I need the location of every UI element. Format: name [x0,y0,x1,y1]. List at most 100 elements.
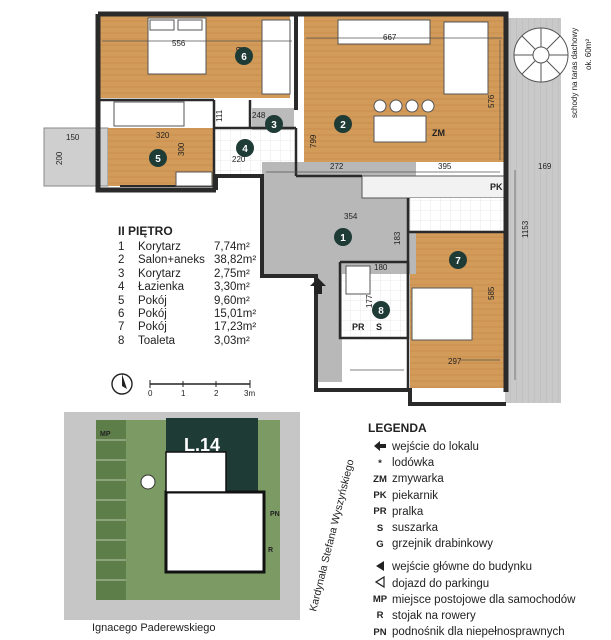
stools [373,99,435,113]
terrace [505,18,561,403]
room-name: Korytarz [138,241,181,253]
dim-169: 169 [538,162,552,171]
floor-title: II PIĘTRO [118,224,173,238]
room-area: 17,23m² [214,321,257,334]
room-name: Korytarz [138,267,181,280]
room-num: 2 [118,254,125,267]
stairs-note: schody na taras dachowy [570,28,579,118]
legend-text: podnośnik dla niepełnosprawnych [392,626,565,639]
room-area: 38,82m² [214,254,257,267]
dim-320: 320 [156,131,170,140]
lift-symbol: PN [373,626,387,638]
dim-111: 111 [215,109,224,122]
compass-icon [111,373,133,395]
room-name: Toaleta [138,334,176,347]
legend-item: PK piekarnik [368,488,608,504]
badge-8: 8 [378,306,384,317]
building-upper [165,451,227,493]
room-num: 8 [118,334,125,347]
legend-item: dojazd do parkingu [368,576,608,592]
corridor-lower [318,262,342,382]
pk-marker: PK [490,182,503,192]
fridge-symbol: * [378,457,382,469]
legend-text: wejście do lokalu [392,441,479,454]
wheelchair-icon [140,474,156,490]
dim-272: 272 [330,162,344,171]
room-name: Salon+aneks [138,254,205,267]
badge-7: 7 [455,256,461,267]
main-entrance-icon [368,560,392,575]
scale-1: 1 [181,389,186,398]
kitchen-strip [361,175,505,199]
walls [95,11,509,406]
dim-1153: 1153 [521,220,530,238]
badge-6: 6 [241,52,247,63]
dim-297: 297 [448,357,462,366]
site-pn: PN [270,511,280,518]
scale-2: 2 [214,389,219,398]
radiator-symbol: G [376,538,384,550]
street-left: Ignacego Paderewskiego [92,622,216,634]
room-num: 1 [118,241,125,253]
dishwasher-symbol: ZM [373,473,387,485]
legend-text: stojak na rowery [392,609,476,622]
dim-300: 300 [177,142,186,156]
dim-354: 354 [344,212,358,221]
badge-1: 1 [340,233,346,244]
room-name: Pokój [138,294,167,307]
legend-item: PN podnośnik dla niepełnosprawnych [368,624,608,640]
scale-bar [149,380,251,388]
entrance-arrow-icon [368,440,392,455]
dim-799: 799 [309,134,318,148]
badge-5: 5 [155,154,161,165]
dim-576: 576 [487,94,496,108]
legend-item: wejście główne do budynku [368,559,608,575]
dim-150: 150 [66,133,80,142]
site-unit-label: L.14 [184,435,220,455]
room-num: 6 [118,307,125,320]
site-plan [64,412,300,620]
dim-180: 180 [374,263,388,272]
scale-0: 0 [148,389,153,398]
dim-395: 395 [438,162,452,171]
parking-access-icon [368,576,392,591]
oven-symbol: PK [373,490,387,502]
pr-marker: PR [352,322,365,332]
legend-item: * lodówka [368,455,608,471]
dim-177: 177 [365,294,374,308]
legend-text: miejsce postojowe dla samochodów [392,593,576,606]
room-badges: 6 2 3 4 5 1 7 8 [149,47,467,319]
legend-text: piekarnik [392,489,439,502]
legend-text: wejście główne do budynku [392,561,533,574]
legend-text: lodówka [392,457,435,470]
badge-2: 2 [340,120,346,131]
room-area: 9,60m² [214,294,250,307]
room-num: 7 [118,321,125,334]
parking-stalls [96,439,126,581]
room-row: 2 Salon+aneks 38,82m² [118,254,278,267]
bath-7 [410,198,504,232]
parking-strip [96,420,126,600]
site-mp: MP [100,431,111,438]
badge-4: 4 [242,144,248,155]
bike-rack-symbol: R [376,610,384,622]
dim-556: 556 [172,39,186,48]
entrance-arrow-icon [310,278,326,294]
room-area: 3,03m² [214,334,250,347]
legend-item: wejście do lokalu [368,439,608,455]
parking-symbol: MP [372,594,388,606]
dimension-lines [102,37,516,380]
legend-item: MP miejsce postojowe dla samochodów [368,592,608,608]
dim-248: 248 [252,111,266,120]
